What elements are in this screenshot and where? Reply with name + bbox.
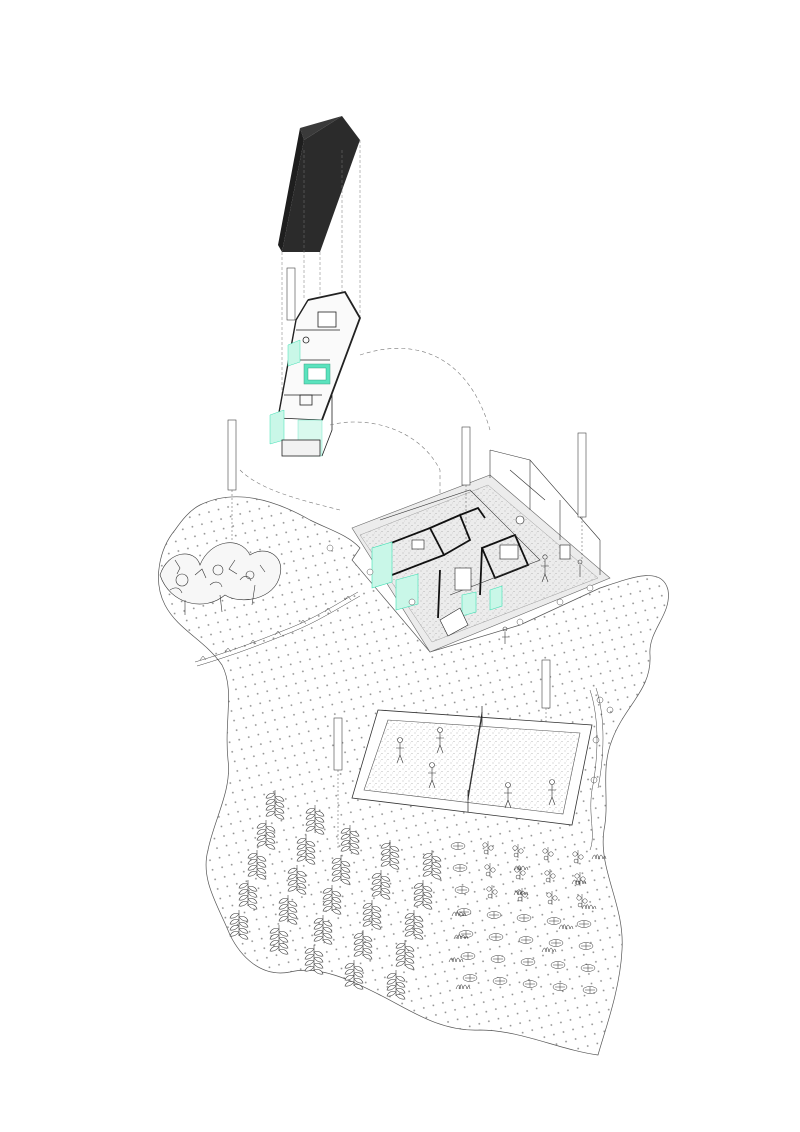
tag-side [577,432,587,560]
small-plant [580,964,596,972]
small-plant [492,977,508,985]
grass-clump [558,924,574,930]
tall-plant [340,825,360,855]
roof-block [278,116,360,252]
small-plant [576,894,588,908]
small-plant [488,933,504,941]
small-plant [482,841,494,855]
small-plant [550,961,566,969]
upper-floor-module [269,290,361,457]
small-plant [520,958,536,966]
tall-plant [278,895,298,925]
small-plant [512,844,524,858]
small-plant [452,864,468,872]
tall-plant [386,970,406,1000]
sports-court [351,706,593,826]
small-plant [542,847,554,861]
grass-clump [513,865,529,871]
small-plant [460,952,476,960]
connection-arcs [239,348,491,511]
small-plant [518,936,534,944]
grass-clump [581,904,597,910]
forest-trees [159,542,282,615]
small-plant [486,885,498,899]
grass-clump [513,890,529,896]
tag-field [333,717,343,850]
grass-clump [541,947,557,953]
tall-plant [322,885,342,915]
tag-forest [227,419,237,540]
tall-plant [265,790,285,820]
small-plant [574,872,586,886]
small-plant [544,869,556,883]
small-plant [516,914,532,922]
tall-plant [269,925,289,955]
tag-house [461,426,471,545]
crop-rows-tall [229,790,442,1000]
tall-plant [331,855,351,885]
tall-plant [304,945,324,975]
small-plant [484,863,496,877]
tall-plant [256,820,276,850]
tall-plant [413,880,433,910]
tall-plant [313,915,333,945]
small-plant [572,850,584,864]
tall-plant [296,835,316,865]
small-plant [546,917,562,925]
small-plant [578,942,594,950]
tall-plant [287,865,307,895]
grass-clump [591,854,607,860]
small-plant [582,986,598,994]
small-plant [458,930,474,938]
tall-plant [305,805,325,835]
grass-clump [571,879,587,885]
right-hedge [589,687,614,851]
tall-plant [229,910,249,940]
small-plant [456,908,472,916]
small-plant [522,980,538,988]
roof-projection-lines [281,140,361,420]
small-plant [546,891,558,905]
tall-plant [238,880,258,910]
grass-clump [448,957,464,963]
tall-plant [371,870,391,900]
tall-plant [404,910,424,940]
tall-plant [353,930,373,960]
small-plant [490,955,506,963]
crop-grid-small [450,841,598,994]
house-plan [326,449,611,653]
small-plant [552,983,568,991]
tall-plant [247,850,267,880]
tall-plant [344,960,364,990]
tall-plant [362,900,382,930]
small-plant [454,886,470,894]
hedge-row [194,591,361,667]
small-plant [462,974,478,982]
tall-plant [380,840,400,870]
small-plant [576,920,592,928]
tall-plant [422,850,442,880]
grass-clump [453,934,469,940]
grass-clump [451,911,467,917]
small-plant [548,939,564,947]
grass-clumps [448,854,607,990]
tag-roof [286,267,296,321]
tall-plant [395,940,415,970]
grass-clump [455,984,471,990]
small-plant [450,842,466,850]
small-plant [486,911,502,919]
